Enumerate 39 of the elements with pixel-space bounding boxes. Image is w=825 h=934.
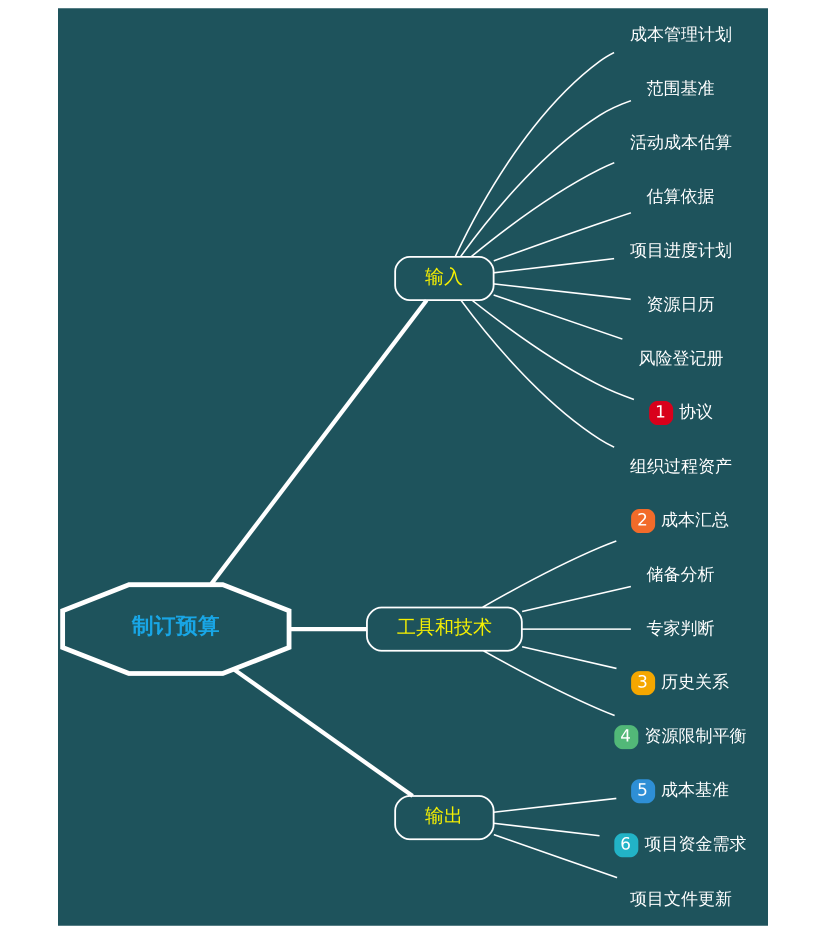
connector <box>459 100 631 258</box>
connector <box>522 628 630 630</box>
node-box: 输出 <box>394 795 494 840</box>
connector <box>493 798 616 813</box>
node-text: 成本管理计划 <box>629 24 732 44</box>
node-text: 范围基准 <box>646 78 714 98</box>
node-label: 历史关系 <box>660 672 729 692</box>
connector <box>521 586 631 612</box>
node-text: 储备分析 <box>646 564 714 584</box>
connector <box>482 650 614 716</box>
node-label: 协议 <box>678 401 713 422</box>
connector <box>482 540 616 608</box>
connector <box>493 283 630 300</box>
connector <box>493 212 631 262</box>
node-label: 成本汇总 <box>660 509 729 530</box>
connector <box>492 294 622 340</box>
node-label: 资源限制平衡 <box>644 726 746 746</box>
node-label: 成本基准 <box>660 780 729 800</box>
connector <box>454 52 614 258</box>
node-text: 资源日历 <box>646 294 714 314</box>
node-box: 输入 <box>394 256 494 301</box>
connector <box>471 300 634 400</box>
node-text: 项目进度计划 <box>629 240 732 260</box>
connector <box>493 822 600 836</box>
node-box: 工具和技术 <box>366 606 522 652</box>
node-text: 风险登记册 <box>638 348 723 368</box>
connector <box>232 668 414 798</box>
node-text: 活动成本估算 <box>629 132 732 152</box>
connector <box>288 627 366 632</box>
node-label: 项目资金需求 <box>644 834 746 854</box>
connector <box>460 300 614 448</box>
node-text: 专家判断 <box>646 618 714 638</box>
connector <box>521 646 616 670</box>
node-text: 项目文件更新 <box>629 888 732 908</box>
node-text: 组织过程资产 <box>629 456 732 476</box>
node-text: 估算依据 <box>646 186 714 206</box>
connector <box>493 258 614 274</box>
connector <box>470 162 614 258</box>
connector <box>493 834 617 878</box>
